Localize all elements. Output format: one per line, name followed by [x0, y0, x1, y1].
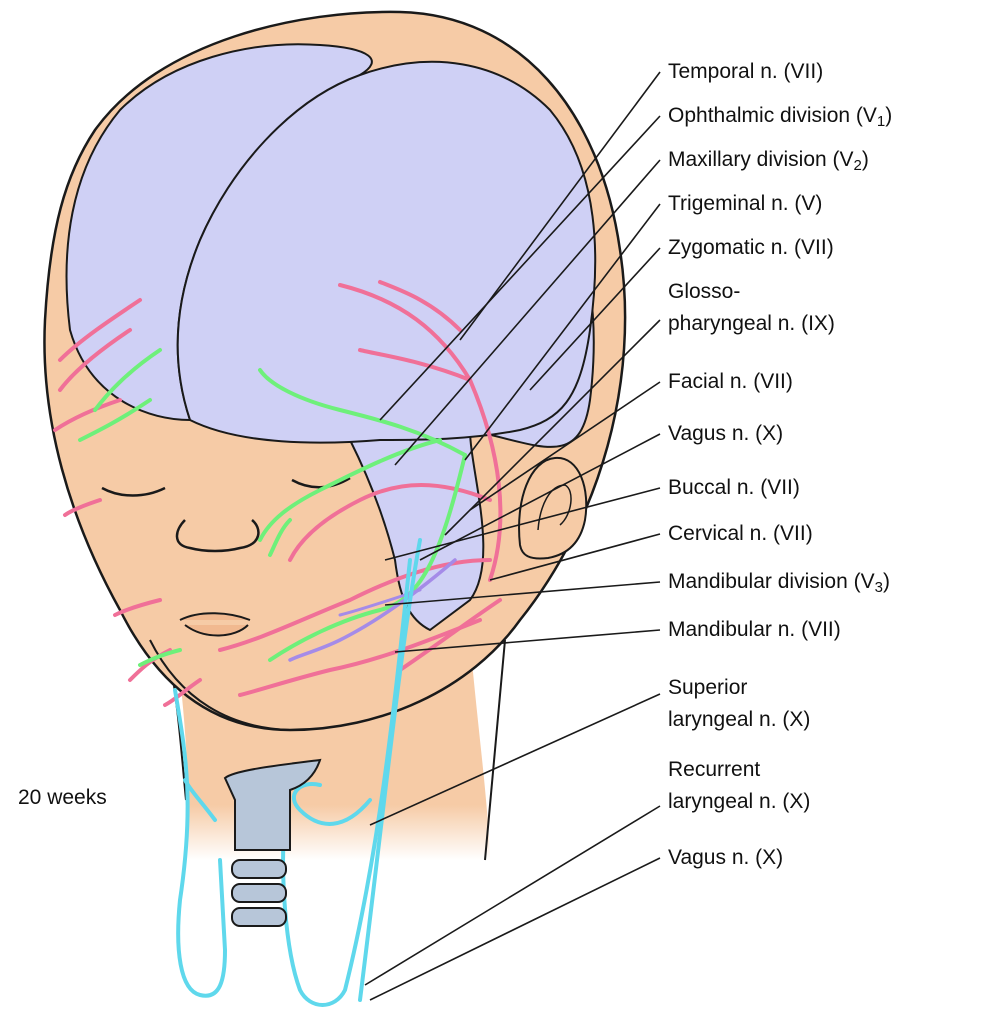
- label-glossopharyngeal-line1: Glosso-: [668, 280, 740, 304]
- label-mandibular-nerve: Mandibular n. (VII): [668, 618, 841, 642]
- label-vagus-nerve-lower: Vagus n. (X): [668, 846, 783, 870]
- label-superior-laryngeal-line2: laryngeal n. (X): [668, 708, 810, 732]
- label-recurrent-laryngeal-line2: laryngeal n. (X): [668, 790, 810, 814]
- label-maxillary-division: Maxillary division (V2): [668, 148, 869, 174]
- label-zygomatic-nerve: Zygomatic n. (VII): [668, 236, 834, 260]
- label-buccal-nerve: Buccal n. (VII): [668, 476, 800, 500]
- neck-outline-right: [485, 640, 505, 860]
- label-ophthalmic-division: Ophthalmic division (V1): [668, 104, 892, 130]
- age-label: 20 weeks: [18, 786, 107, 810]
- label-temporal-nerve: Temporal n. (VII): [668, 60, 823, 84]
- label-vagus-nerve-upper: Vagus n. (X): [668, 422, 783, 446]
- label-superior-laryngeal-line1: Superior: [668, 676, 747, 700]
- label-cervical-nerve: Cervical n. (VII): [668, 522, 813, 546]
- label-facial-nerve: Facial n. (VII): [668, 370, 793, 394]
- label-trigeminal-nerve: Trigeminal n. (V): [668, 192, 822, 216]
- label-recurrent-laryngeal-line1: Recurrent: [668, 758, 760, 782]
- label-mandibular-division: Mandibular division (V3): [668, 570, 890, 596]
- label-glossopharyngeal-line2: pharyngeal n. (IX): [668, 312, 835, 336]
